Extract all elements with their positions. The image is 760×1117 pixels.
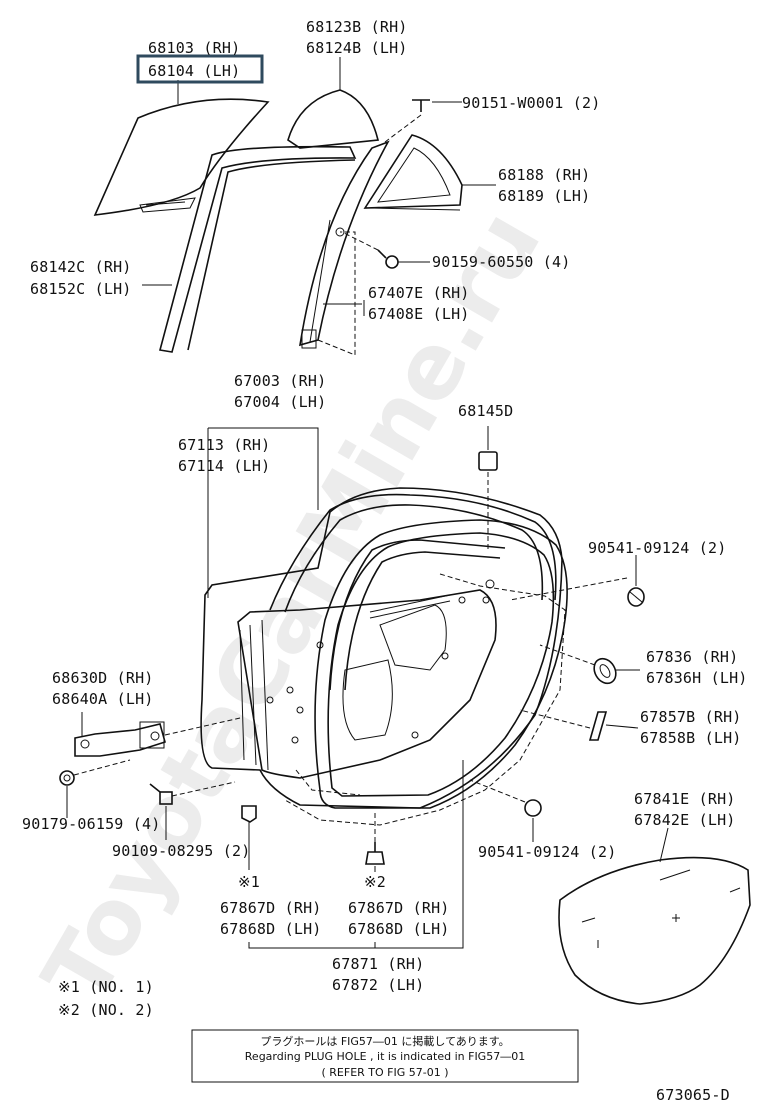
seal-clip-right-part[interactable] [365,842,385,865]
label-weather-lh[interactable]: 67408E (LH) [368,305,470,323]
grommet-lower-part[interactable] [524,799,542,817]
clip-part[interactable] [478,451,498,471]
label-glass-lh[interactable]: 68104 (LH) [148,62,240,80]
door-weatherstrip[interactable] [314,519,568,809]
diagram-code: 673065-D [656,1086,730,1104]
service-hole-cover-part[interactable] [558,856,751,1005]
label-mark1: ※1 [238,873,260,891]
label-frame-lh[interactable]: 67114 (LH) [178,457,270,475]
note-box: プラグホールは FIG57―01 に掲載してあります。 Regarding PL… [191,1029,579,1083]
label-cover-rh[interactable]: 67841E (RH) [634,790,736,808]
label-grommet2[interactable]: 90541-09124 (2) [478,843,616,861]
label-check-lh[interactable]: 68640A (LH) [52,690,154,708]
label-hinge-rh[interactable]: 67836 (RH) [646,648,738,666]
division-bar-part[interactable] [299,140,390,349]
legend-2: ※2 (NO. 2) [58,1001,154,1019]
label-bolt1[interactable]: 90159-60550 (4) [432,253,570,271]
quarter-window-part[interactable] [363,134,463,211]
label-weatherstrip-rh[interactable]: 67871 (RH) [332,955,424,973]
label-screw1[interactable]: 90151-W0001 (2) [462,94,600,112]
screw-part[interactable] [412,99,430,112]
label-channel-lh[interactable]: 68152C (LH) [30,280,132,298]
label-panel-lh[interactable]: 67004 (LH) [234,393,326,411]
label-pad-rh[interactable]: 67857B (RH) [640,708,742,726]
run-channel-part[interactable] [159,145,357,353]
label-check-rh[interactable]: 68630D (RH) [52,669,154,687]
nut-part[interactable] [59,770,75,786]
legend-1: ※1 (NO. 1) [58,978,154,996]
label-channel-rh[interactable]: 68142C (RH) [30,258,132,276]
label-seal2-rh[interactable]: 67867D (RH) [348,899,450,917]
label-qtr-rh[interactable]: 68188 (RH) [498,166,590,184]
label-frame-rh[interactable]: 67113 (RH) [178,436,270,454]
label-bolt2[interactable]: 90109-08295 (2) [112,842,250,860]
quarter-glass-part[interactable] [287,89,380,149]
seal-clip-left-part[interactable] [241,805,257,823]
door-glass-part[interactable] [93,98,270,216]
highlight-box [136,54,264,84]
label-grommet1[interactable]: 90541-09124 (2) [588,539,726,557]
label-weather-rh[interactable]: 67407E (RH) [368,284,470,302]
label-seal1-lh[interactable]: 67868D (LH) [220,920,322,938]
label-qtr-lh[interactable]: 68189 (LH) [498,187,590,205]
note-line-3: ( REFER TO FIG 57-01 ) [321,1066,448,1079]
label-mark2: ※2 [364,873,386,891]
pad-part[interactable] [588,711,608,741]
grommet-ring-part[interactable] [590,655,620,688]
label-pad-lh[interactable]: 67858B (LH) [640,729,742,747]
label-panel-rh[interactable]: 67003 (RH) [234,372,326,390]
label-hinge-lh[interactable]: 67836H (LH) [646,669,748,687]
rear-door-panel[interactable] [200,487,563,809]
door-check-part[interactable] [74,721,166,757]
label-clip1[interactable]: 68145D [458,402,513,420]
note-line-2: Regarding PLUG HOLE , it is indicated in… [245,1050,525,1063]
label-cover-lh[interactable]: 67842E (LH) [634,811,736,829]
watermark: ToyotaCarMine.ru [23,194,561,1021]
label-seal1-rh[interactable]: 67867D (RH) [220,899,322,917]
label-qglass-rh[interactable]: 68123B (RH) [306,18,408,36]
label-seal2-lh[interactable]: 67868D (LH) [348,920,450,938]
label-weatherstrip-lh[interactable]: 67872 (LH) [332,976,424,994]
grommet-upper-part[interactable] [627,587,645,607]
bolt-part[interactable] [377,249,399,269]
label-qglass-lh[interactable]: 68124B (LH) [306,39,408,57]
label-nut1[interactable]: 90179-06159 (4) [22,815,160,833]
label-glass-rh[interactable]: 68103 (RH) [148,39,240,57]
bolt-lower-part[interactable] [149,783,173,805]
note-line-1: プラグホールは FIG57―01 に掲載してあります。 [260,1034,509,1048]
